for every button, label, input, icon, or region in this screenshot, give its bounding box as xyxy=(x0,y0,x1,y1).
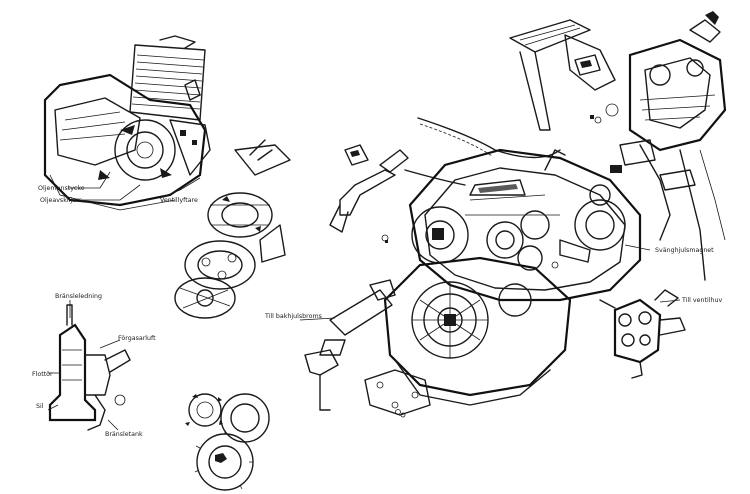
label-bransleledning: Bränsleledning xyxy=(55,293,102,300)
cylinder-head xyxy=(628,38,727,152)
main-exploded-crankcase: Svänghjulsmagnet Till bakhjulsbroms xyxy=(264,117,714,418)
gear-plate-3 xyxy=(174,277,236,319)
small-sprocket xyxy=(188,393,222,427)
loose-hardware xyxy=(385,115,594,415)
chain-sprockets xyxy=(185,393,270,491)
gear-plate-1 xyxy=(207,192,273,238)
gasket-plate xyxy=(364,369,431,416)
magneto-flywheel xyxy=(574,199,626,251)
crankcase-outline xyxy=(43,73,207,207)
label-oljemunstycke: Oljemunstycke xyxy=(38,185,85,192)
gearbox-exploded-stack xyxy=(174,139,291,319)
large-sprocket xyxy=(196,433,254,491)
oil-pump-body xyxy=(613,298,662,364)
cylinder-head-assembly xyxy=(509,11,727,281)
label-oljeavskiljare: Oljeavskiljare xyxy=(40,197,82,204)
gear-plate-2 xyxy=(184,240,256,290)
label-svanghjulsmagnet: Svänghjulsmagnet xyxy=(655,247,714,254)
carburettor: Bränsleledning Förgasarluft Flottör Sil … xyxy=(32,293,156,438)
kickstart-lever xyxy=(509,19,591,53)
label-flottor: Flottör xyxy=(32,371,53,378)
label-sil: Sil xyxy=(36,403,44,410)
gear-cluster xyxy=(486,221,524,259)
crankcase-half xyxy=(408,148,642,302)
brake-lever xyxy=(329,289,393,336)
label-till-ventilhuv: Till ventilhuv xyxy=(681,297,722,304)
label-forgasare-luft: Förgasarluft xyxy=(118,335,156,342)
label-bransletank: Bränsletank xyxy=(105,431,143,438)
assembled-engine: Oljemunstycke Oljeavskiljare Ventillyfta… xyxy=(38,35,211,211)
oil-pump-assembly: Till ventilhuv xyxy=(599,289,722,379)
float-bowl xyxy=(48,323,97,422)
label-ventillyftare: Ventillyftare xyxy=(160,197,198,204)
clutch-cover xyxy=(114,119,176,181)
label-till-bakhjulsbroms: Till bakhjulsbroms xyxy=(264,313,322,320)
cylinder-fins xyxy=(129,35,206,121)
